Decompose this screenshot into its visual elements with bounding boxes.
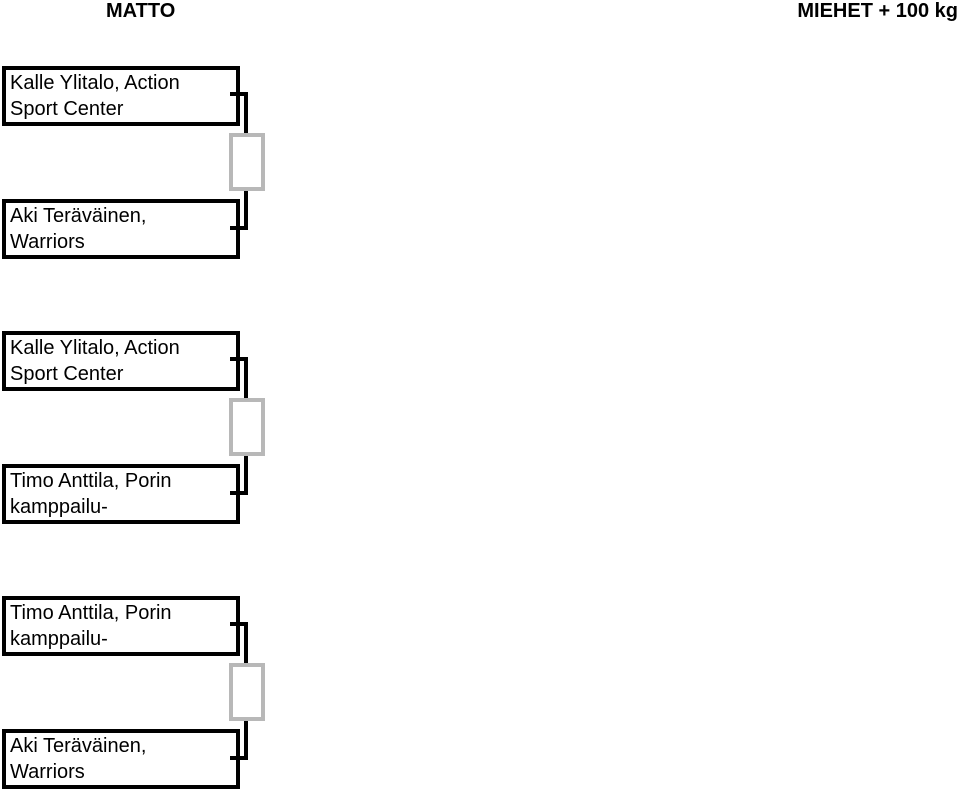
competitor-name-line1: Aki Teräväinen, [10, 205, 147, 227]
connector-top-horizontal [230, 622, 248, 626]
category-label: MIEHET + 100 kg [797, 0, 958, 22]
connector-bottom-vertical [244, 713, 248, 760]
competitor-box-top[interactable]: Kalle Ylitalo, Action Sport Center [2, 331, 240, 391]
result-box[interactable] [229, 133, 265, 191]
competitor-name-line1: Timo Anttila, Porin [10, 602, 172, 624]
connector-bottom-vertical [244, 183, 248, 230]
connector-bottom-vertical [244, 448, 248, 495]
competitor-name-line2: kamppailu- [10, 496, 108, 518]
competitor-name-line2: Warriors [10, 231, 85, 253]
connector-bottom-horizontal [230, 491, 248, 495]
competitor-box-top[interactable]: Kalle Ylitalo, Action Sport Center [2, 66, 240, 126]
competitor-name-line1: Kalle Ylitalo, Action [10, 337, 180, 359]
match-3: Timo Anttila, Porin kamppailu- Aki Teräv… [0, 596, 270, 806]
competitor-name-line1: Kalle Ylitalo, Action [10, 72, 180, 94]
result-box[interactable] [229, 663, 265, 721]
connector-bottom-horizontal [230, 756, 248, 760]
competitor-name-line2: kamppailu- [10, 628, 108, 650]
competitor-box-bottom[interactable]: Timo Anttila, Porin kamppailu- [2, 464, 240, 524]
match-2: Kalle Ylitalo, Action Sport Center Timo … [0, 331, 270, 541]
connector-top-horizontal [230, 92, 248, 96]
mat-label: MATTO [106, 0, 176, 22]
competitor-name-line1: Aki Teräväinen, [10, 735, 147, 757]
competitor-name-line2: Sport Center [10, 98, 124, 120]
competitor-box-bottom[interactable]: Aki Teräväinen, Warriors [2, 199, 240, 259]
competitor-name-line2: Sport Center [10, 363, 124, 385]
connector-bottom-horizontal [230, 226, 248, 230]
connector-top-vertical [244, 357, 248, 402]
result-box[interactable] [229, 398, 265, 456]
competitor-box-bottom[interactable]: Aki Teräväinen, Warriors [2, 729, 240, 789]
connector-top-vertical [244, 622, 248, 667]
match-1: Kalle Ylitalo, Action Sport Center Aki T… [0, 66, 270, 276]
connector-top-horizontal [230, 357, 248, 361]
competitor-name-line1: Timo Anttila, Porin [10, 470, 172, 492]
connector-top-vertical [244, 92, 248, 137]
competitor-box-top[interactable]: Timo Anttila, Porin kamppailu- [2, 596, 240, 656]
competitor-name-line2: Warriors [10, 761, 85, 783]
